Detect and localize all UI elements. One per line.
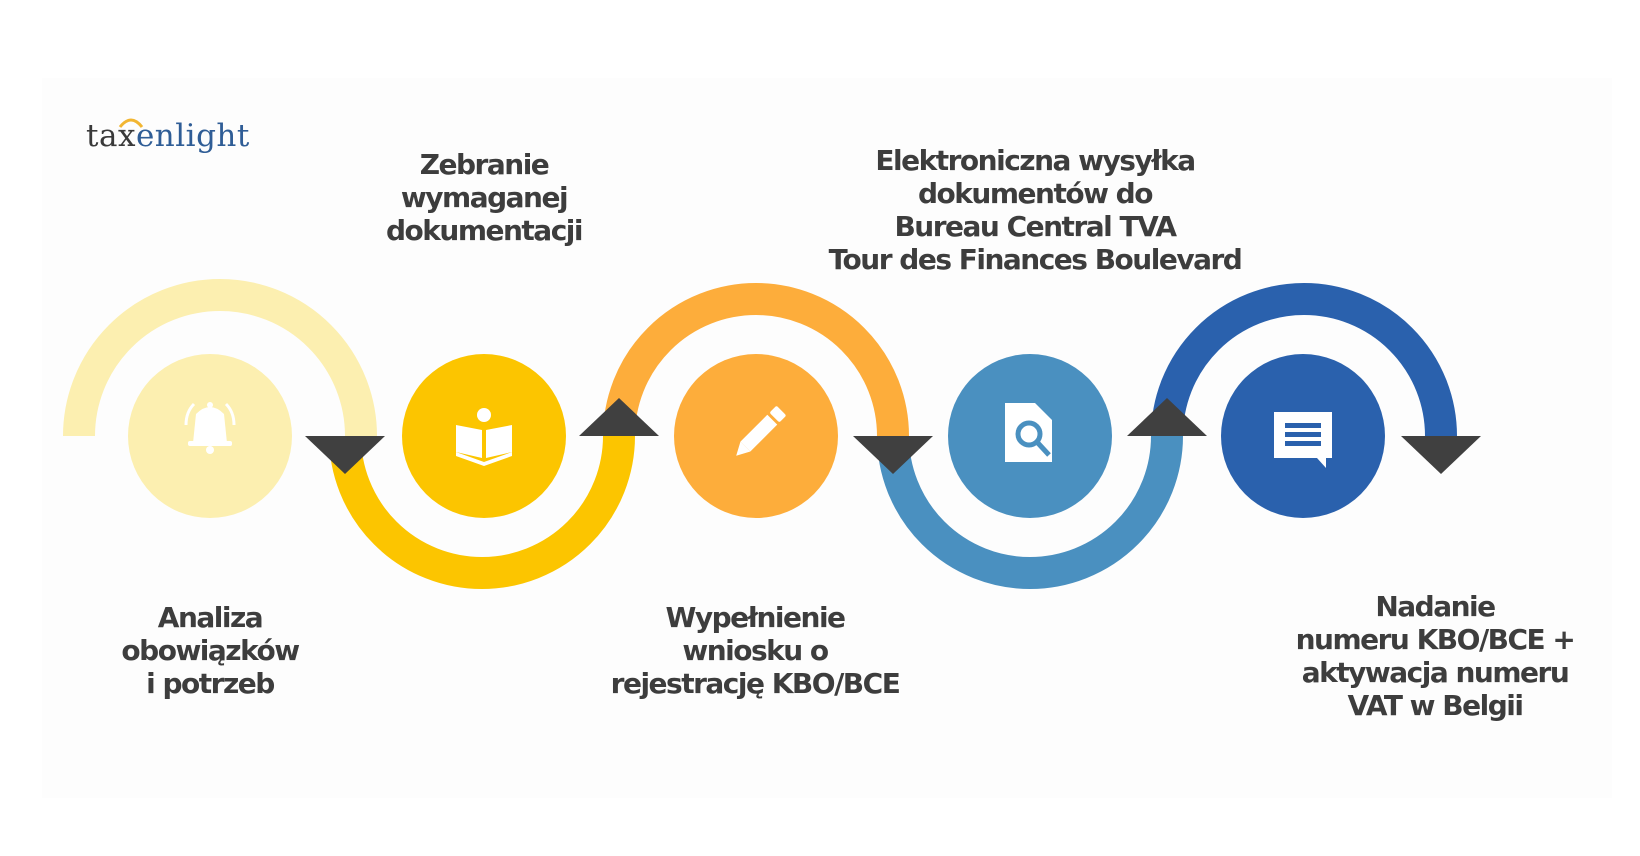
step-5-label: Nadanie numeru KBO/BCE + aktywacja numer…: [1295, 590, 1576, 722]
arrow-up-2: [579, 398, 659, 436]
taxenlight-logo: taxenlight: [86, 118, 250, 154]
logo-text-enlight: enlight: [135, 118, 250, 154]
document-search-icon: [1005, 403, 1052, 462]
book-reader-icon: [456, 408, 512, 466]
chat-message-icon: [1274, 412, 1332, 468]
step-5-circle: [1221, 354, 1385, 518]
arc-step-5: [1151, 283, 1457, 437]
step-4-circle: [948, 354, 1112, 518]
arrow-down-1: [305, 436, 385, 474]
arc-step-2: [329, 435, 635, 589]
pencil-icon: [736, 406, 786, 456]
step-2-label: Zebranie wymaganej dokumentacji: [385, 148, 584, 247]
arrow-up-4: [1127, 398, 1207, 436]
step-3-circle: [674, 354, 838, 518]
arc-step-4: [877, 435, 1183, 589]
arc-step-1: [63, 279, 377, 437]
logo-text-tax: tax: [86, 118, 136, 154]
step-3-label: Wypełnienie wniosku o rejestrację KBO/BC…: [610, 601, 901, 700]
step-1-label: Analiza obowiązków i potrzeb: [121, 601, 300, 700]
step-4-label: Elektroniczna wysyłka dokumentów do Bure…: [828, 144, 1243, 276]
arrow-down-3: [853, 436, 933, 474]
logo-sun-arc-icon: [118, 118, 144, 128]
arc-step-3: [603, 283, 909, 437]
arrow-down-5: [1401, 436, 1481, 474]
step-2-circle: [402, 354, 566, 518]
step-1-circle: [128, 354, 292, 518]
bell-icon: [184, 402, 236, 454]
